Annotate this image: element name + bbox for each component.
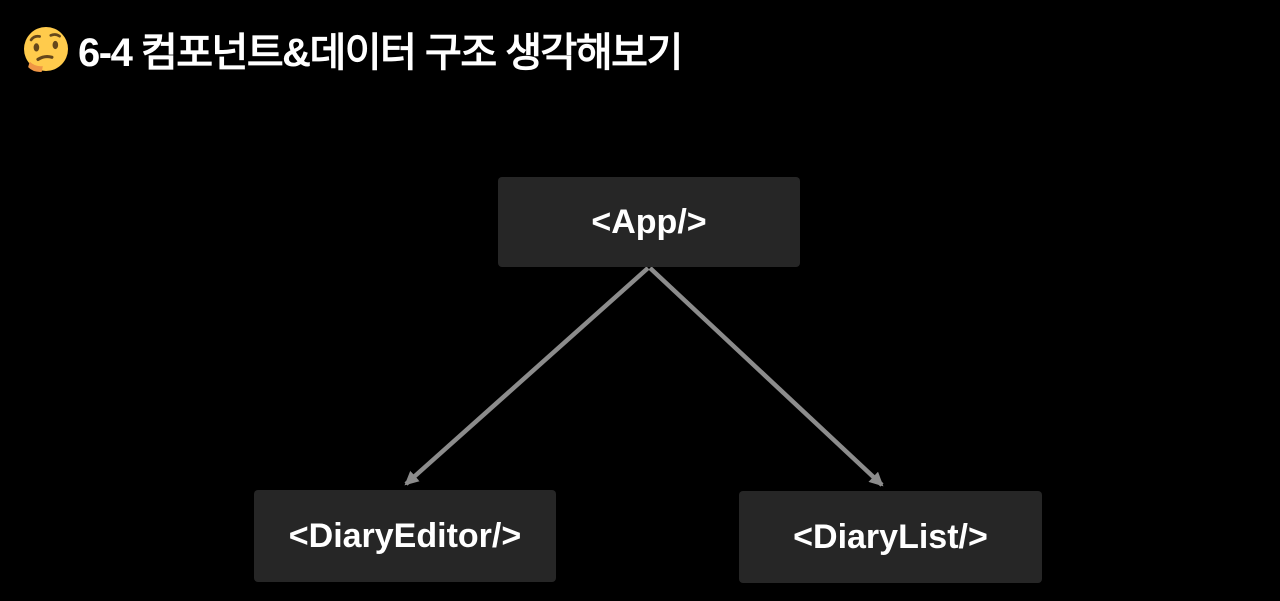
node-app-label: <App/>	[591, 202, 707, 241]
edge-app-to-diarylist	[648, 266, 884, 487]
node-diary-editor: <DiaryEditor/>	[254, 490, 556, 582]
node-diary-editor-label: <DiaryEditor/>	[288, 516, 522, 555]
thinking-face-icon	[22, 25, 70, 73]
node-diary-list: <DiaryList/>	[739, 491, 1042, 583]
node-app: <App/>	[498, 177, 800, 267]
edge-app-to-diaryeditor	[404, 266, 650, 486]
slide-title: 6-4 컴포넌트&데이터 구조 생각해보기	[78, 31, 683, 75]
slide-title-row: 6-4 컴포넌트&데이터 구조 생각해보기	[22, 20, 683, 78]
node-diary-list-label: <DiaryList/>	[793, 517, 988, 556]
